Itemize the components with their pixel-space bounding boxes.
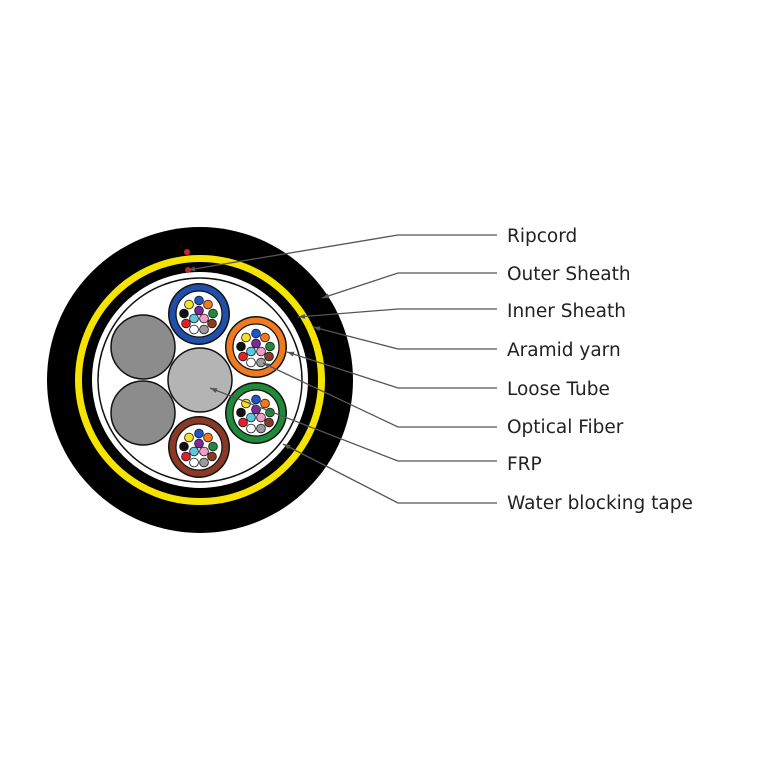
optical-fiber [181,451,191,462]
optical-fiber [246,412,256,423]
ripcord [184,249,190,255]
arrowhead-icon [188,266,196,272]
arrowhead-icon [298,313,306,319]
optical-fiber [238,417,248,428]
optical-fiber [199,324,209,335]
label-frp: FRP [507,454,542,475]
filler-rod [110,380,176,446]
optical-fiber [208,308,218,319]
optical-fiber [179,441,189,452]
label-optical-fiber: Optical Fiber [507,417,624,438]
optical-fiber [194,438,204,449]
optical-fiber [207,318,217,329]
arrowhead-icon [313,326,321,332]
frp-central-member [167,347,233,413]
optical-fiber [260,398,270,409]
optical-fiber [256,357,266,368]
label-water-blocking-tape: Water blocking tape [507,493,693,514]
optical-fiber [251,394,261,405]
optical-fiber [194,305,204,316]
optical-fiber [207,451,217,462]
optical-fiber [251,338,261,349]
leader-line-inner-sheath [297,308,497,318]
leader-line-water-blocking-tape [282,443,497,504]
optical-fiber [179,308,189,319]
loose-tube [225,382,287,444]
optical-fiber [184,299,194,310]
optical-fiber [256,412,266,423]
label-aramid-yarn: Aramid yarn [507,340,621,361]
labels: Ripcord Outer Sheath Inner Sheath Aramid… [507,226,693,514]
optical-fiber [260,332,270,343]
leader-lines [187,234,497,504]
label-loose-tube: Loose Tube [507,379,610,400]
filler-rod [110,314,176,380]
leader-line-loose-tube [286,351,497,389]
aramid-yarn [75,255,325,505]
arrowhead-icon [263,363,271,369]
optical-fiber [203,432,213,443]
optical-fiber [264,351,274,362]
optical-fiber [236,407,246,418]
optical-fiber [189,324,199,335]
optical-fiber [251,328,261,339]
loose-tube [168,283,230,345]
arrowhead-icon [283,444,291,450]
optical-fiber [194,428,204,439]
optical-fiber [189,446,199,457]
optical-fiber [194,295,204,306]
optical-fiber [189,313,199,324]
leader-line-ripcord [187,234,497,271]
optical-fiber [199,457,209,468]
arrowhead-icon [322,293,330,299]
optical-fiber [246,346,256,357]
arrowhead-icon [287,351,295,357]
label-ripcord: Ripcord [507,226,577,247]
optical-fiber [265,341,275,352]
arrowhead-icon [210,388,218,393]
loose-tube [168,416,230,478]
optical-fiber [256,423,266,434]
optical-fiber [264,417,274,428]
optical-fiber [208,441,218,452]
optical-fiber [203,299,213,310]
optical-fiber [181,318,191,329]
optical-fiber [246,423,256,434]
label-outer-sheath: Outer Sheath [507,264,631,285]
label-inner-sheath: Inner Sheath [507,301,626,322]
leader-line-aramid-yarn [312,326,497,350]
optical-fiber [199,313,209,324]
optical-fiber [256,346,266,357]
loose-tube [225,316,287,378]
leader-line-optical-fiber [262,362,497,428]
optical-fiber [199,446,209,457]
optical-fiber [238,351,248,362]
leader-line-frp [209,387,497,462]
cable-cross-section [47,227,353,533]
optical-fiber [236,341,246,352]
optical-fiber [241,332,251,343]
optical-fiber [184,432,194,443]
optical-fiber [246,357,256,368]
optical-fiber [189,457,199,468]
leader-line-outer-sheath [321,272,497,299]
